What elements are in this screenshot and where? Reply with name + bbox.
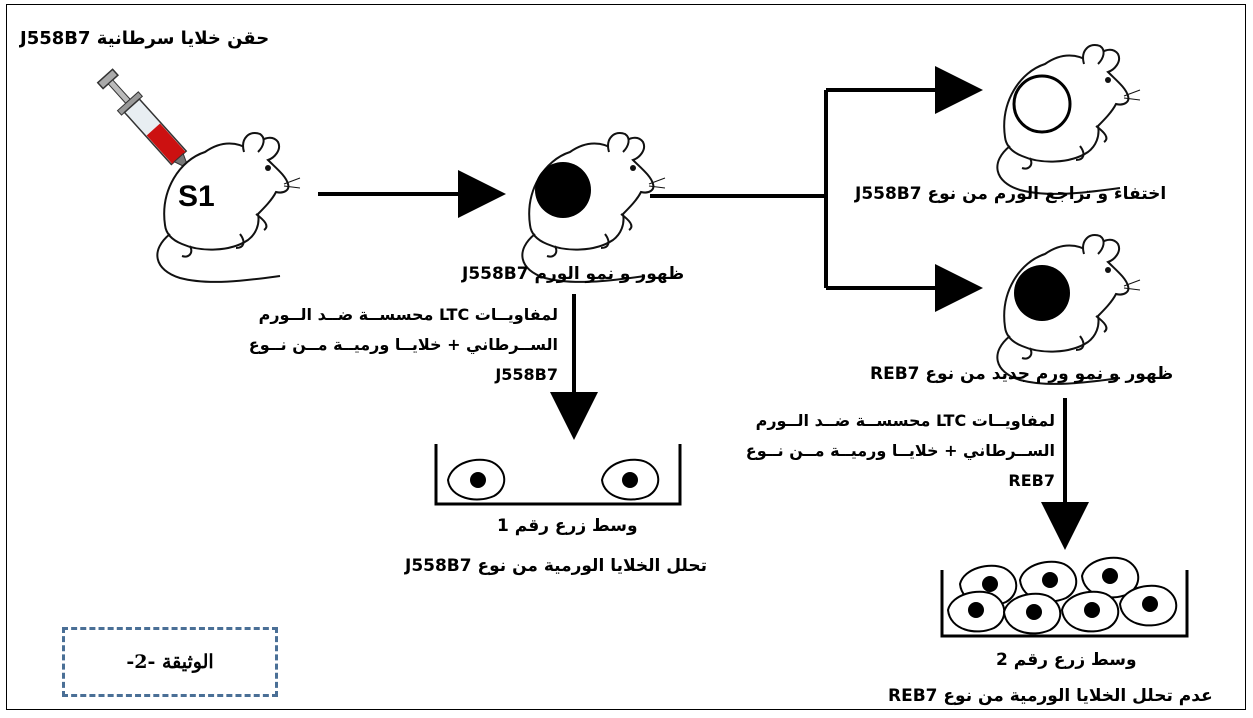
culture-1-title: وسط زرع رقم 1 (497, 516, 638, 536)
medium-2-line-3: REB7 (715, 466, 1055, 496)
cell-icon (602, 460, 658, 500)
new-tumor-icon (1014, 265, 1070, 321)
cell-icon (448, 460, 504, 500)
medium-2-line-2: الســرطاني + خلايــا ورميــة مــن نــوع (715, 436, 1055, 466)
medium-2-line-1: لمفاويــات LTC محسســة ضــد الــورم (715, 406, 1055, 436)
branch-line (650, 90, 826, 288)
culture-2-medium-text: لمفاويــات LTC محسســة ضــد الــورم السـ… (715, 406, 1055, 496)
medium-1-line-1: لمفاويــات LTC محسســة ضــد الــورم (218, 300, 558, 330)
new-tumor-label: ظهور و نمو ورم جديد من نوع REB7 (870, 364, 1173, 384)
s1-label: S1 (178, 180, 215, 214)
culture-2-title: وسط زرع رقم 2 (996, 650, 1137, 670)
cell-cluster (948, 558, 1176, 634)
document-label: الوثيقة -2- (62, 627, 278, 697)
culture-1-result: تحلل الخلايا الورمية من نوع J558B7 (405, 556, 707, 576)
medium-1-line-3: J558B7 (218, 360, 558, 390)
regressed-tumor-icon (1014, 76, 1070, 132)
tumor-icon (535, 162, 591, 218)
culture-1-medium-text: لمفاويــات LTC محسســة ضــد الــورم السـ… (218, 300, 558, 390)
medium-1-line-2: الســرطاني + خلايــا ورميــة مــن نــوع (218, 330, 558, 360)
injection-label: حقن خلايا سرطانية J558B7 (20, 28, 269, 50)
mouse-icon-new-tumor (997, 235, 1140, 384)
culture-2-result: عدم تحلل الخلايا الورمية من نوع REB7 (888, 686, 1213, 706)
tumor-growth-label: ظهور و نمو الورم J558B7 (462, 264, 684, 284)
regression-label: اختفاء و تراجع الورم من نوع J558B7 (855, 184, 1166, 204)
